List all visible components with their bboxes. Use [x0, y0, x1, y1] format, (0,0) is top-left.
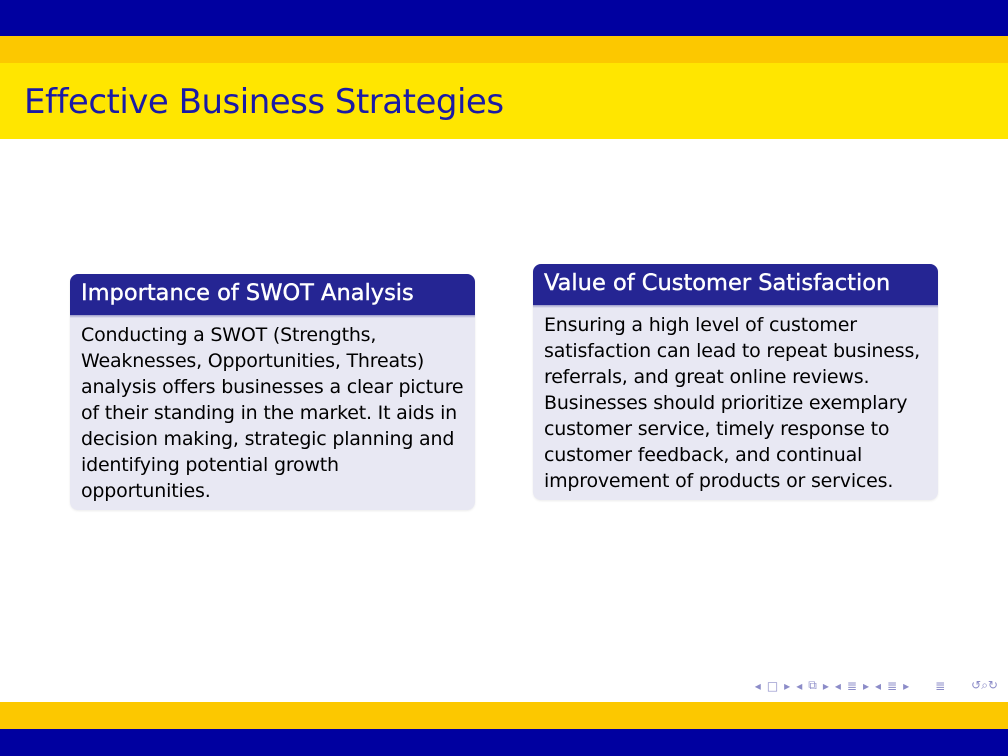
subsection-icon[interactable]: ⧉: [808, 678, 817, 692]
header-navy-band: [0, 0, 1008, 36]
prev-arrow-icon[interactable]: ◂: [754, 678, 761, 693]
prev-arrow-icon[interactable]: ◂: [874, 678, 881, 693]
customer-satisfaction-block: Value of Customer Satisfaction Ensuring …: [533, 264, 938, 500]
section-icon[interactable]: ≣: [887, 678, 898, 693]
customer-satisfaction-block-title: Value of Customer Satisfaction: [533, 264, 938, 305]
next-arrow-icon[interactable]: ▸: [822, 678, 829, 693]
prev-arrow-icon[interactable]: ◂: [796, 678, 803, 693]
align-icon[interactable]: ≣: [935, 678, 946, 693]
frame-icon[interactable]: □: [766, 678, 779, 693]
block-title-divider: [533, 305, 938, 308]
footer-gold-band: [0, 702, 1008, 729]
swot-block-title: Importance of SWOT Analysis: [70, 274, 475, 315]
beamer-navigation: ◂ □ ▸ ◂ ⧉ ▸ ◂ ≣ ▸ ◂ ≣ ▸ ≣ ↺⌕↻: [755, 678, 998, 693]
section-icon[interactable]: ≣: [846, 678, 857, 693]
next-arrow-icon[interactable]: ▸: [862, 678, 869, 693]
next-arrow-icon[interactable]: ▸: [903, 678, 910, 693]
block-title-divider: [70, 315, 475, 318]
next-arrow-icon[interactable]: ▸: [784, 678, 791, 693]
swot-block-body: Conducting a SWOT (Strengths, Weaknesses…: [81, 324, 464, 502]
search-icon[interactable]: ↺⌕↻: [971, 678, 998, 692]
swot-block: Importance of SWOT Analysis Conducting a…: [70, 274, 475, 510]
title-bar: [0, 63, 1008, 139]
footer-navy-band: [0, 729, 1008, 756]
customer-satisfaction-block-body: Ensuring a high level of customer satisf…: [544, 314, 920, 492]
slide-title: Effective Business Strategies: [24, 82, 504, 122]
header-gold-band: [0, 36, 1008, 63]
prev-arrow-icon[interactable]: ◂: [834, 678, 841, 693]
